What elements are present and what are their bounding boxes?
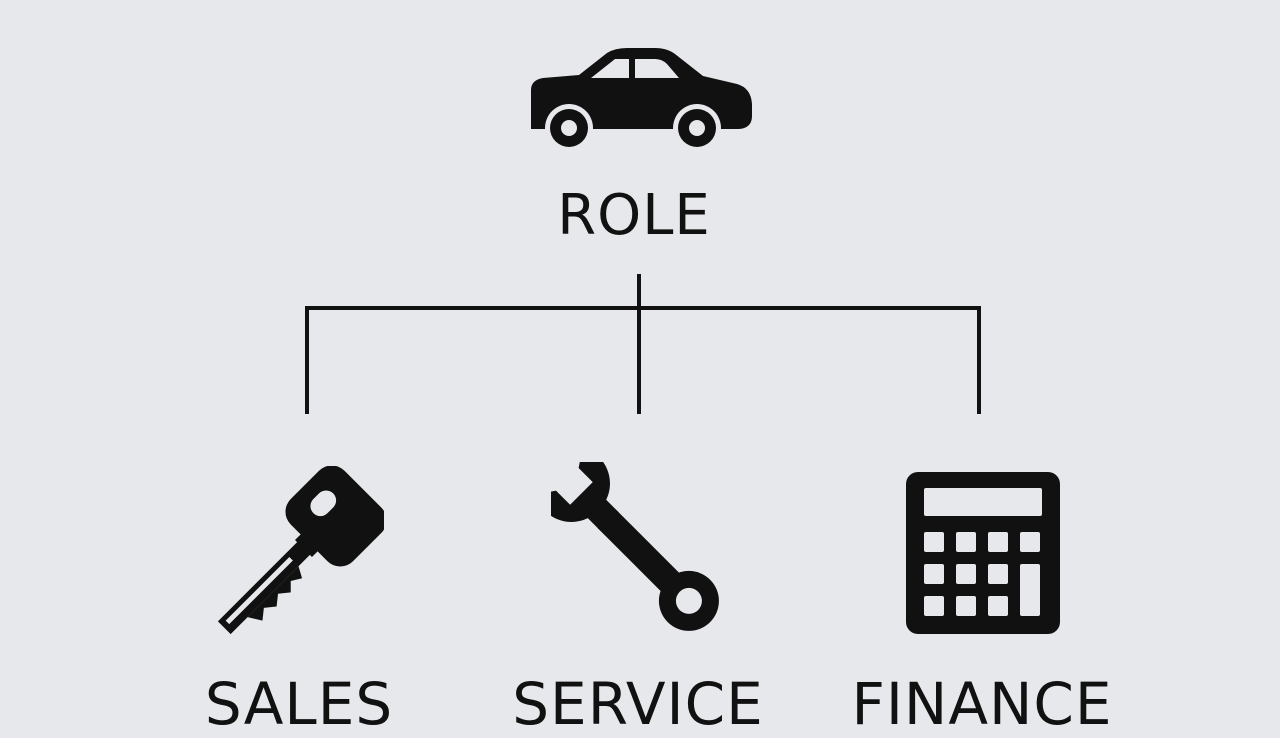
car-icon (531, 48, 752, 152)
connector-lines (305, 274, 981, 414)
root-label: ROLE (557, 183, 711, 248)
calculator-icon (906, 472, 1060, 634)
finance-label: FINANCE (851, 670, 1113, 738)
sales-label: SALES (204, 670, 394, 738)
role-hierarchy-diagram: ROLE (205, 48, 1112, 733)
key-icon (217, 466, 384, 635)
wrench-icon (551, 462, 719, 631)
service-label: SERVICE (512, 670, 764, 738)
